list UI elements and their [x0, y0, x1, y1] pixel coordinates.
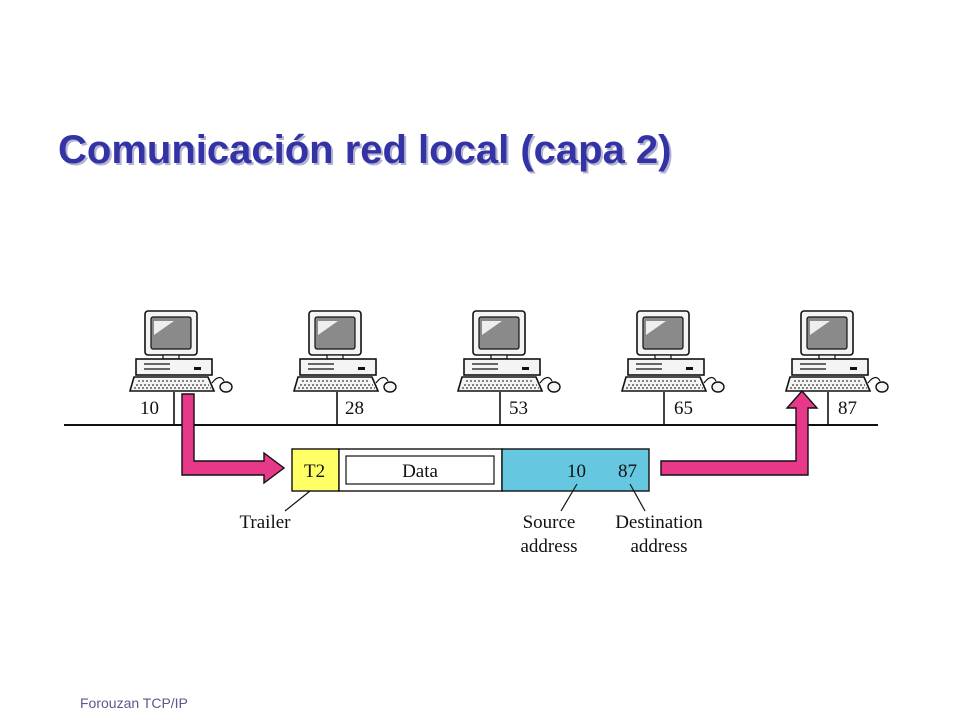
frame-data-inner	[345, 455, 495, 485]
computer-icon	[457, 310, 561, 393]
station-address: 28	[345, 398, 364, 419]
footer-credit: Forouzan TCP/IP	[80, 695, 188, 711]
station-10: 10	[129, 310, 233, 425]
computer-icon	[293, 310, 397, 393]
frame-destination-address: 87	[618, 461, 637, 482]
frame-source-address: 10	[567, 461, 586, 482]
computer-icon	[129, 310, 233, 393]
computer-icon	[621, 310, 725, 393]
frame-data-text: Data	[402, 461, 438, 482]
arrow-icon	[660, 389, 819, 476]
destination-label-line2: address	[631, 536, 688, 557]
station-28: 28	[293, 310, 397, 425]
destination-pointer	[629, 483, 646, 512]
source-label-line1: Source	[523, 512, 576, 533]
frame-trailer-text: T2	[304, 461, 325, 482]
source-pointer	[560, 483, 578, 512]
station-address: 65	[674, 398, 693, 419]
frame-header	[501, 448, 650, 492]
station-65: 65	[621, 310, 725, 425]
slide-title: Comunicación red local (capa 2)	[58, 128, 672, 172]
destination-label-line1: Destination	[615, 512, 703, 533]
station-address: 87	[838, 398, 857, 419]
source-label-line2: address	[521, 536, 578, 557]
station-87: 87	[785, 310, 889, 425]
station-53: 53	[457, 310, 561, 425]
trailer-pointer	[284, 490, 311, 512]
frame: T2 Data 10 87	[291, 448, 650, 492]
computer-icon	[785, 310, 889, 393]
station-address: 10	[140, 398, 159, 419]
station-address: 53	[509, 398, 528, 419]
trailer-label: Trailer	[239, 512, 291, 533]
frame-trailer	[291, 448, 340, 492]
arrow-icon	[181, 393, 286, 485]
